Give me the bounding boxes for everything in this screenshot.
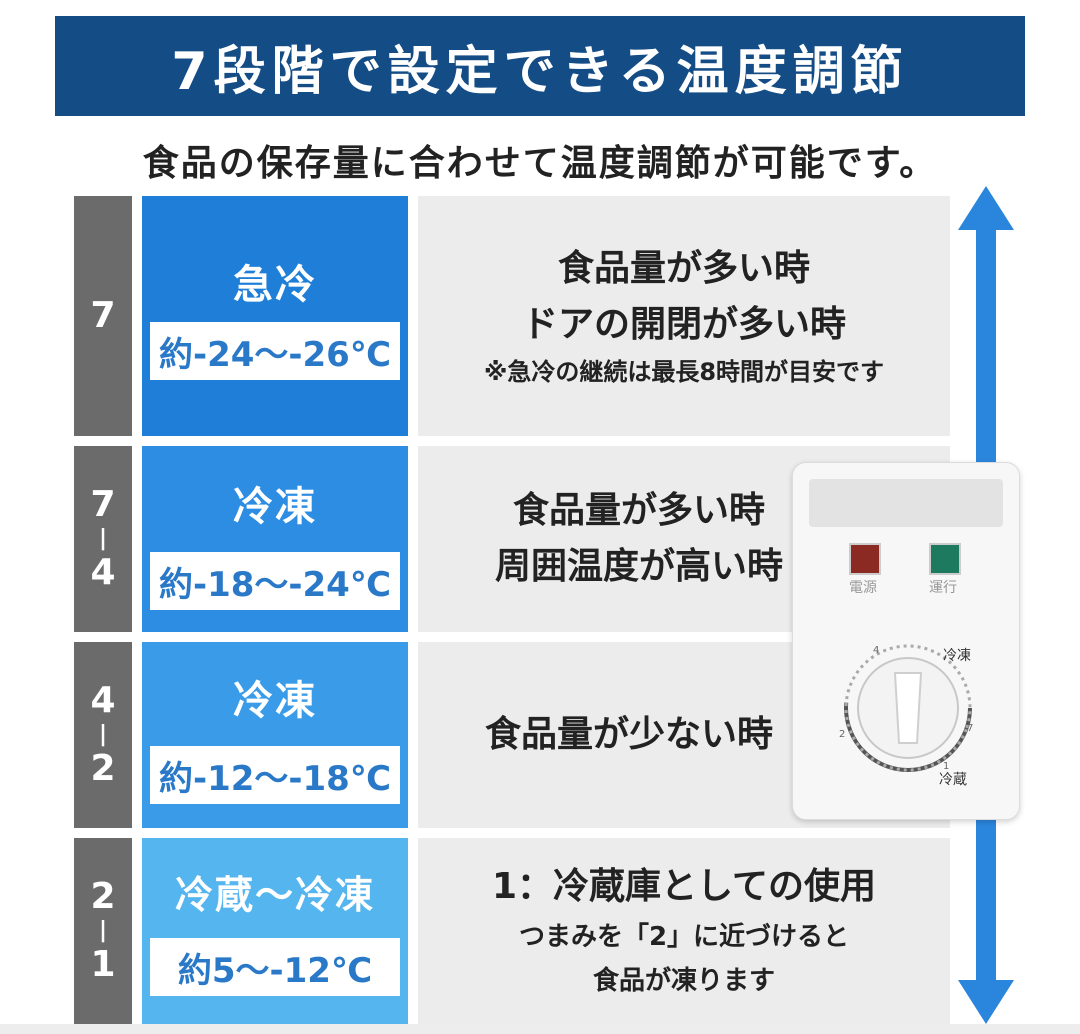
description-block: 1：冷蔵庫としての使用 つまみを「2」に近づけると 食品が凍ります [418,838,950,1024]
level-top: 2 [90,876,116,918]
dial-mark-2: 2 [839,729,846,740]
level-bottom: 2 [90,748,116,790]
page-title: 7段階で設定できる温度調節 [171,41,909,102]
description-note: 食品が凍ります [592,966,775,996]
description-line: 1：冷蔵庫としての使用 [492,866,876,907]
power-lamp-icon [849,543,881,575]
temperature-range: 約-24～-26℃ [150,322,400,380]
level-bottom: 4 [90,552,116,594]
power-lamp-label: 電源 [849,580,877,596]
level-separator: | [98,721,108,747]
mode-name: 冷蔵～冷凍 [174,873,375,917]
description-note: つまみを「2」に近づけると [518,922,850,952]
panel-recess [809,479,1003,527]
mode-block: 冷凍 約-18～-24℃ [142,446,408,632]
mode-name: 冷凍 [233,678,317,724]
mode-block: 急冷 約-24～-26℃ [142,196,408,436]
temperature-dial: 2 4 7 1 [833,633,983,783]
run-lamp-icon [929,543,961,575]
level-indicator: 7 | 4 [74,446,132,632]
level-top: 4 [90,680,116,722]
bottom-divider [0,1024,1080,1034]
description-line: ドアの開閉が多い時 [521,304,846,345]
level-separator: | [98,525,108,551]
control-panel-image: 電源 運行 2 4 7 1 冷凍 冷蔵 [792,462,1020,820]
dial-bottom-label: 冷蔵 [939,772,967,788]
level-separator: | [98,917,108,943]
dial-mark-4: 4 [873,645,880,656]
level-top: 7 [90,484,116,526]
mode-block: 冷凍 約-12～-18℃ [142,642,408,828]
level-indicator: 2 | 1 [74,838,132,1024]
level-indicator: 4 | 2 [74,642,132,828]
mode-block: 冷蔵～冷凍 約5～-12℃ [142,838,408,1024]
level-bottom: 1 [90,944,116,986]
dial-top-label: 冷凍 [943,648,971,664]
description-line: 周囲温度が高い時 [494,546,783,587]
setting-row-4: 2 | 1 冷蔵～冷凍 約5～-12℃ 1：冷蔵庫としての使用 つまみを「2」に… [0,838,1080,1024]
dial-mark-1: 1 [943,761,950,772]
description-line: 食品量が多い時 [557,248,810,289]
temperature-range: 約-18～-24℃ [150,552,400,610]
page-header: 7段階で設定できる温度調節 [55,16,1025,116]
level-top: 7 [90,295,116,337]
description-line: 食品量が少ない時 [484,714,773,755]
description-line: 食品量が多い時 [512,490,765,531]
setting-row-2: 7 | 4 冷凍 約-18～-24℃ 食品量が多い時 周囲温度が高い時 [0,446,1080,632]
mode-name: 冷凍 [233,484,317,530]
temperature-range: 約5～-12℃ [150,938,400,996]
level-indicator: 7 [74,196,132,436]
setting-row-1: 7 急冷 約-24～-26℃ 食品量が多い時 ドアの開閉が多い時 ※急冷の継続は… [0,196,1080,436]
temperature-range: 約-12～-18℃ [150,746,400,804]
mode-name: 急冷 [233,262,317,308]
dial-mark-7: 7 [967,723,974,734]
description-note: ※急冷の継続は最長8時間が目安です [483,358,885,386]
dial-icon [844,644,972,772]
page-subtitle: 食品の保存量に合わせて温度調節が可能です。 [142,143,938,184]
description-block: 食品量が多い時 ドアの開閉が多い時 ※急冷の継続は最長8時間が目安です [418,196,950,436]
run-lamp-label: 運行 [929,580,957,596]
